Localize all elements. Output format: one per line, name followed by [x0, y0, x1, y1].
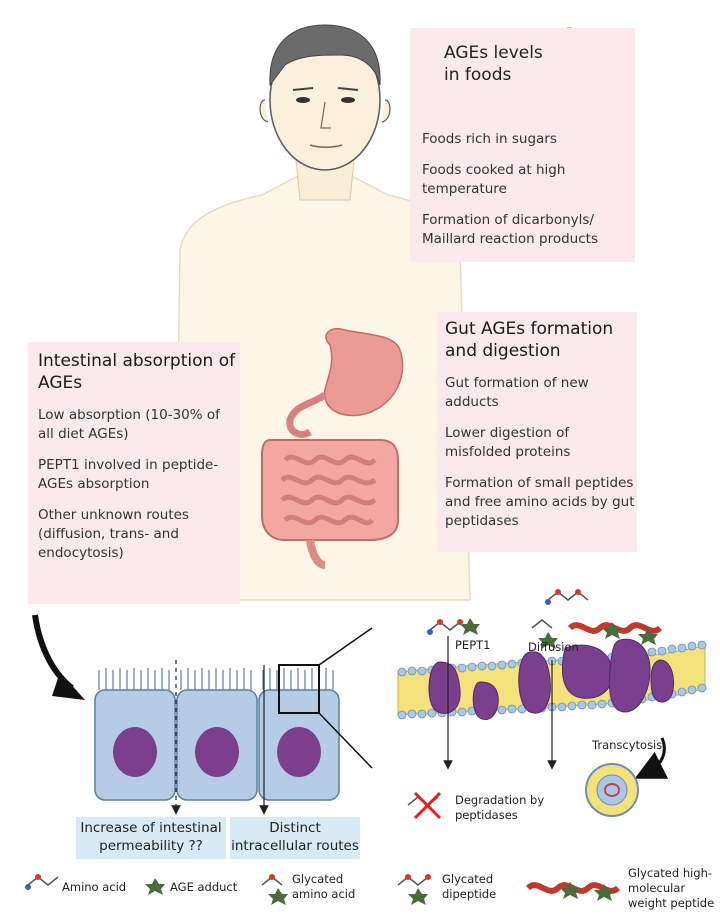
legend-glycated-dipeptide: Glycated dipeptide: [442, 872, 512, 902]
pept1-label: PEPT1: [455, 638, 490, 653]
gut-item-2: Formation of small peptides and free ami…: [445, 474, 635, 531]
routes-label: Distinct intracellular routes: [230, 817, 360, 859]
degradation-label: Degradation by peptidases: [455, 793, 550, 823]
foods-box: AGEs levels in foods Foods rich in sugar…: [410, 28, 635, 262]
absorption-box: Intestinal absorption of AGEs Low absorp…: [28, 342, 240, 604]
transcytosis-label: Transcytosis: [592, 738, 662, 753]
cell-membrane: [398, 636, 706, 816]
foods-item-0: Foods rich in sugars: [422, 130, 627, 149]
gut-item-1: Lower digestion of misfolded proteins: [445, 424, 635, 462]
foods-box-title: AGEs levels in foods: [444, 42, 543, 86]
absorption-item-2: Other unknown routes (diffusion, trans- …: [38, 506, 236, 563]
gut-box-title: Gut AGEs formation and digestion: [445, 318, 635, 362]
foods-box-items: Foods rich in sugars Foods cooked at hig…: [422, 130, 627, 261]
absorption-box-title: Intestinal absorption of AGEs: [38, 350, 236, 394]
foods-title-line2: in foods: [444, 64, 543, 86]
legend-glycated-amino-acid: Glycated amino acid: [292, 872, 362, 902]
legend-glycated-peptide: Glycated high-molecular weight peptide: [628, 866, 718, 911]
absorption-item-1: PEPT1 involved in peptide-AGEs absorptio…: [38, 456, 236, 494]
gut-item-0: Gut formation of new adducts: [445, 374, 635, 412]
foods-title-line1: AGEs levels: [444, 42, 543, 64]
legend-age-adduct: AGE adduct: [170, 880, 237, 895]
foods-item-2: Formation of dicarbonyls/ Maillard react…: [422, 211, 627, 249]
absorption-item-0: Low absorption (10-30% of all diet AGEs): [38, 406, 236, 444]
foods-item-1: Foods cooked at high temperature: [422, 161, 627, 199]
legend-amino-acid: Amino acid: [62, 880, 126, 895]
gut-box: Gut AGEs formation and digestion Gut for…: [437, 312, 637, 552]
diffusion-label: Diffusion: [528, 640, 579, 655]
epithelial-cells: [95, 628, 372, 810]
permeability-label: Increase of intestinal permeability ??: [76, 817, 226, 859]
